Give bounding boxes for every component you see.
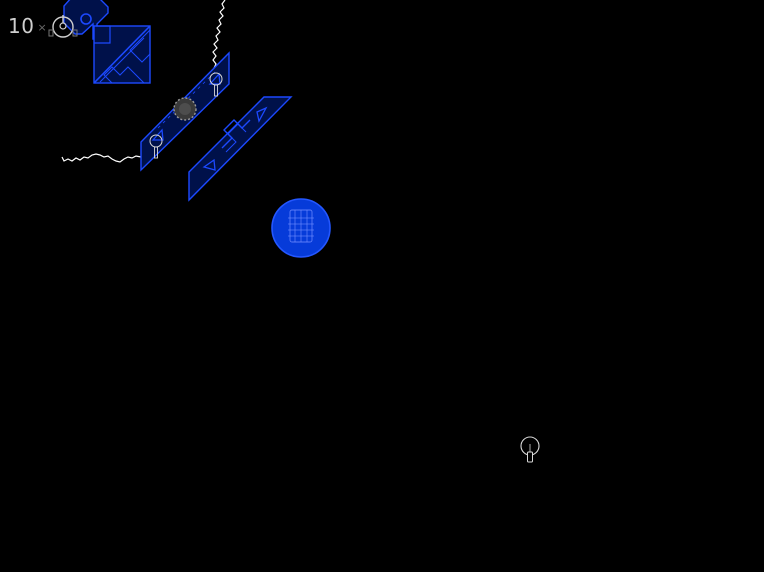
bulb-counter: 10 × bbox=[8, 12, 78, 40]
square-block-icon[interactable] bbox=[93, 25, 151, 84]
right-diagonal-ramp[interactable] bbox=[188, 96, 293, 202]
rotor-ball-icon[interactable] bbox=[271, 198, 331, 258]
remaining-count: 10 bbox=[8, 14, 35, 38]
lightbulb-icon[interactable] bbox=[520, 436, 540, 463]
lightbulb-icon bbox=[48, 15, 78, 38]
electric-wire-left bbox=[61, 153, 142, 163]
electric-wire-top bbox=[212, 0, 226, 73]
multiplier-symbol: × bbox=[37, 20, 47, 34]
ramp-bulb-lower bbox=[149, 134, 163, 159]
gear-spark-icon bbox=[173, 97, 197, 121]
ramp-bulb-upper bbox=[209, 72, 223, 97]
